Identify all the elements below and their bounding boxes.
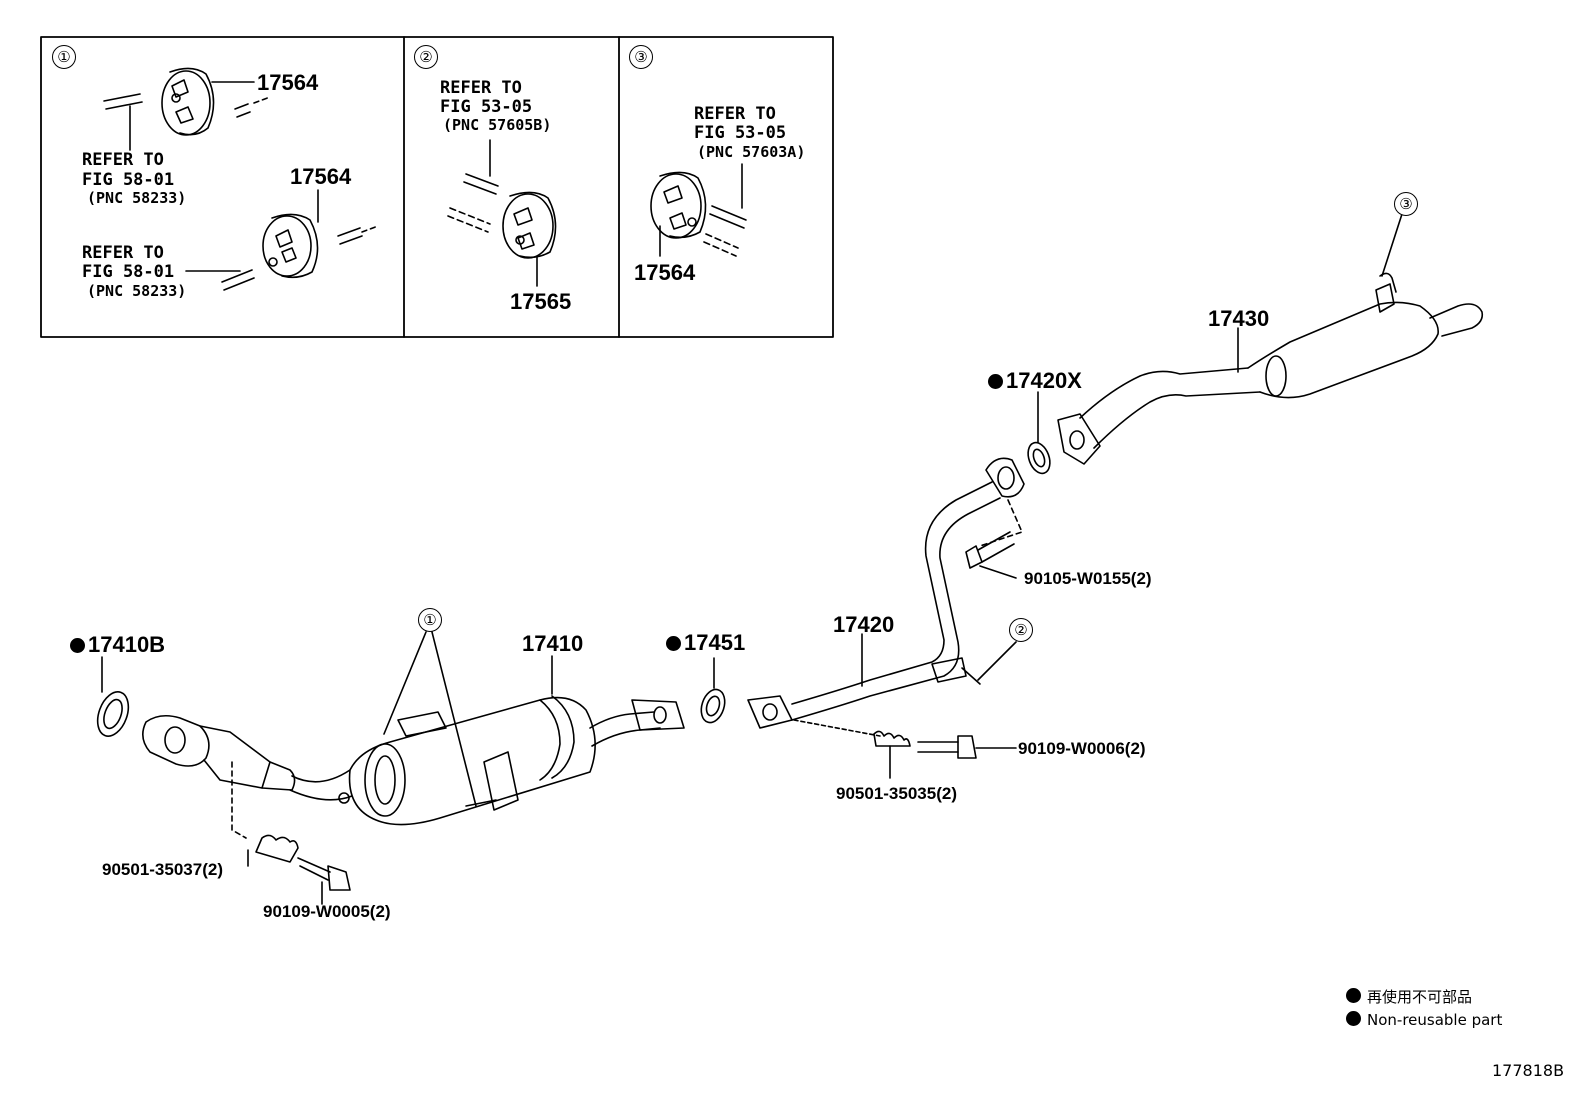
non-reusable-dot-icon: [1346, 988, 1361, 1003]
callout-1: ①: [418, 608, 442, 632]
stud-90501-35037: [255, 834, 299, 863]
inset-frame: [40, 36, 834, 338]
legend-en: Non-reusable part: [1346, 1011, 1502, 1029]
part-label-17451: 17451: [666, 632, 745, 654]
inset-number-1: ①: [52, 45, 76, 69]
refer-text-2-line2: FIG 53-05: [440, 97, 533, 117]
part-label-17564-c: 17564: [634, 260, 696, 285]
legend-jp: 再使用不可部品: [1346, 986, 1472, 1007]
part-label-90109-W0006: 90109-W0006(2): [1018, 739, 1146, 758]
refer-text-3-line1: REFER TO: [694, 104, 776, 124]
gasket-17420X: [1027, 441, 1051, 475]
part-label-17564-b: 17564: [290, 164, 352, 189]
refer-text-2-line1: REFER TO: [440, 78, 522, 98]
part-label-17410: 17410: [522, 631, 584, 656]
part-label-90501-35037: 90501-35037(2): [102, 860, 223, 879]
part-label-17410B: 17410B: [70, 634, 165, 656]
non-reusable-dot-icon: [70, 638, 85, 653]
part-label-17420X: 17420X: [988, 370, 1082, 392]
gasket-17410B: [96, 691, 130, 737]
hanger-rubber-17564-a: [161, 67, 215, 136]
part-label-17565: 17565: [510, 289, 572, 314]
part-label-17420: 17420: [833, 612, 895, 637]
part-label-90109-W0005: 90109-W0005(2): [263, 902, 391, 921]
bolt-90109-W0006: [917, 735, 977, 759]
refer-text-3-pnc: (PNC 57603A): [697, 143, 806, 161]
hanger-rubber-17565: [502, 191, 557, 259]
non-reusable-dot-icon: [988, 374, 1003, 389]
callout-2: ②: [1009, 618, 1033, 642]
part-label-17564-a: 17564: [257, 70, 319, 95]
part-label-17430: 17430: [1208, 306, 1270, 331]
tail-pipe-17430: [1057, 272, 1484, 465]
hanger-rubber-17564-c: [650, 171, 707, 239]
inset-number-2: ②: [414, 45, 438, 69]
refer-text-1b-line2: FIG 58-01: [82, 262, 175, 282]
figure-id: 177818B: [1492, 1061, 1565, 1080]
hanger-rubber-17564-b: [262, 213, 319, 279]
stud-90501-35035: [873, 730, 911, 747]
part-label-90501-35035: 90501-35035(2): [836, 784, 957, 803]
part-label-90105-W0155: 90105-W0155(2): [1024, 569, 1152, 588]
refer-text-3-line2: FIG 53-05: [694, 123, 787, 143]
refer-text-1a-line1: REFER TO: [82, 150, 164, 170]
non-reusable-dot-icon: [666, 636, 681, 651]
front-pipe-17410: [142, 695, 685, 826]
gasket-17451: [700, 688, 726, 724]
center-pipe-17420: [747, 457, 1025, 729]
refer-text-1a-pnc: (PNC 58233): [87, 189, 187, 207]
inset-number-3: ③: [629, 45, 653, 69]
bolt-90105-W0155: [965, 531, 1015, 569]
refer-text-1a-line2: FIG 58-01: [82, 170, 175, 190]
non-reusable-dot-icon: [1346, 1011, 1361, 1026]
refer-text-1b-line1: REFER TO: [82, 243, 164, 263]
refer-text-1b-pnc: (PNC 58233): [87, 282, 187, 300]
bolt-90109-W0005: [297, 857, 351, 891]
callout-3: ③: [1394, 192, 1418, 216]
refer-text-2-pnc: (PNC 57605B): [443, 116, 552, 134]
